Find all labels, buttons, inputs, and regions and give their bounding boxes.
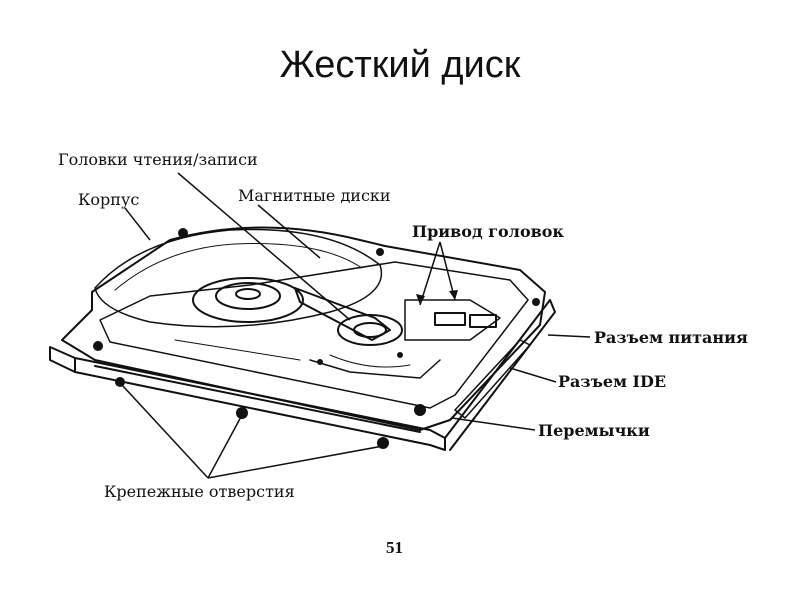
- label-ide-connector: Разъем IDE: [558, 372, 667, 391]
- leader-ide: [509, 367, 557, 383]
- leader-heads: [177, 172, 351, 321]
- leader-actuator-2: [439, 241, 456, 301]
- page-number: 51: [386, 538, 403, 557]
- label-magnetic-platters: Магнитные диски: [238, 186, 391, 205]
- label-head-actuator: Привод головок: [412, 222, 564, 241]
- label-read-write-heads: Головки чтения/записи: [58, 150, 258, 169]
- actuator-block: [404, 299, 501, 341]
- leader-case: [124, 207, 151, 241]
- leader-mount-2: [207, 414, 243, 479]
- leader-platters: [257, 204, 321, 259]
- label-case: Корпус: [78, 190, 140, 209]
- platter-outline: [94, 228, 383, 328]
- leader-mount-1: [121, 384, 209, 479]
- leader-power: [547, 334, 591, 338]
- spindle-hub: [192, 277, 304, 323]
- drive-case-outline: [61, 226, 546, 431]
- ide-connector: [454, 339, 531, 419]
- label-power-connector: Разъем питания: [594, 328, 748, 347]
- leader-actuator-1: [419, 241, 441, 306]
- slide-title: Жесткий диск: [279, 44, 521, 86]
- leader-mount-3: [207, 445, 384, 479]
- leader-jumpers: [451, 417, 536, 431]
- label-mounting-holes: Крепежные отверстия: [104, 482, 295, 501]
- label-jumpers: Перемычки: [538, 421, 650, 440]
